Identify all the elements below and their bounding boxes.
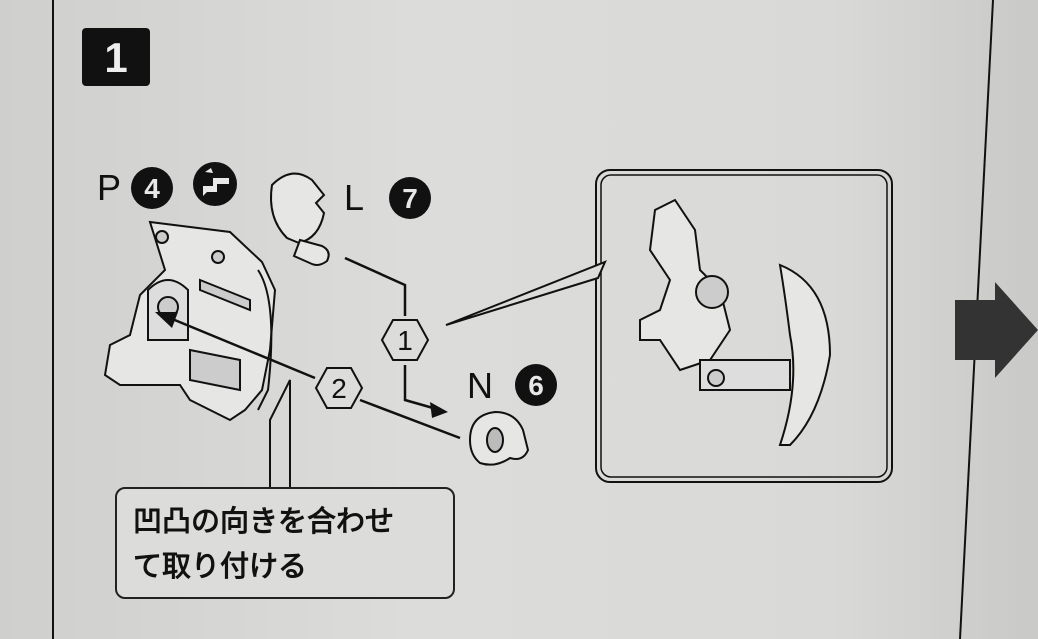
detail-inset (445, 169, 893, 483)
part-n-drawing (468, 410, 530, 466)
step-number: 1 (104, 34, 127, 81)
part-letter-n: N (467, 365, 493, 406)
arrow-head (155, 312, 178, 328)
callout-pointer (269, 379, 291, 490)
runner-number-l: 7 (402, 183, 418, 214)
svg-text:1: 1 (397, 325, 413, 356)
callout-line-1: 凹凸の向きを合わせ (133, 504, 395, 538)
assembly-note-callout: 凹凸の向きを合わせ て取り付ける (115, 487, 455, 599)
runner-number-badge (515, 364, 557, 406)
runner-number-badge (389, 177, 431, 219)
substep-2-marker: 2 (314, 367, 364, 409)
callout-line-2: て取り付ける (133, 549, 308, 583)
runner-number-badge (131, 167, 173, 209)
trim-nub-icon (193, 162, 237, 206)
substep-1-marker: 1 (380, 319, 430, 361)
part-l-drawing (270, 172, 330, 266)
part-p-drawing (103, 220, 277, 422)
part-letter-p: P (97, 167, 121, 208)
assembly-lines (164, 256, 461, 440)
next-step-arrow-icon (955, 282, 1038, 378)
svg-text:2: 2 (331, 373, 347, 404)
arrow-head (430, 402, 448, 418)
runner-number-n: 6 (528, 370, 544, 401)
step-number-badge: 1 (82, 28, 150, 86)
runner-number-p: 4 (144, 173, 160, 204)
part-letter-l: L (344, 177, 364, 218)
